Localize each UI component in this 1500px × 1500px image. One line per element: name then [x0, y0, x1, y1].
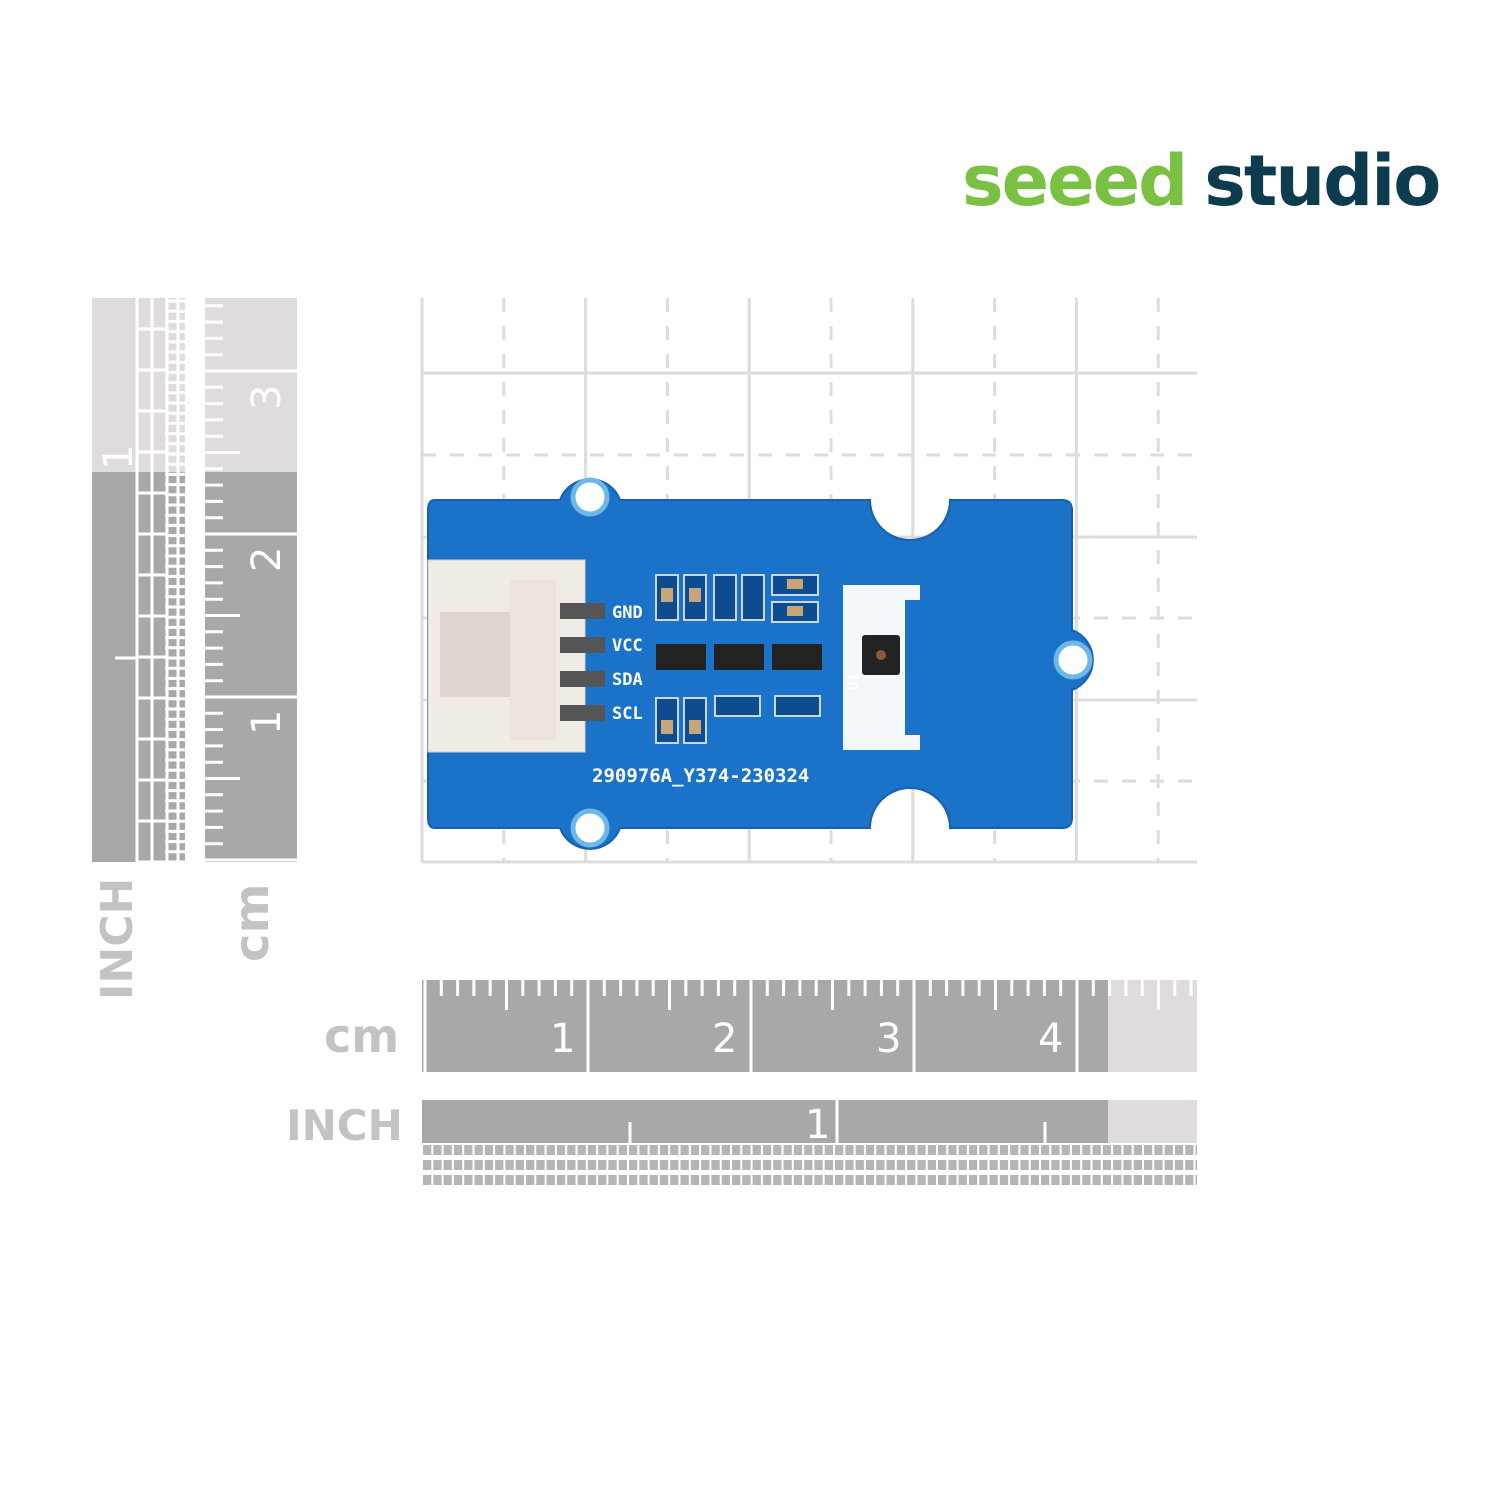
- horizontal-cm-number: 1: [550, 1016, 575, 1062]
- vertical-inch-label: INCH: [92, 878, 143, 1000]
- logo-studio: studio: [1204, 140, 1441, 222]
- horizontal-inch-ruler: 1: [421, 1100, 1197, 1192]
- pin-label-gnd: GND: [612, 603, 643, 623]
- grove-sensor-board: GND VCC SDA SCL U1 290976A_Y374-230324: [427, 477, 1094, 850]
- horizontal-cm-label: cm: [324, 1009, 399, 1063]
- chip-ref-label: U1: [846, 673, 862, 690]
- horizontal-cm-ruler: 1 2 3 4: [422, 980, 1197, 1072]
- vertical-cm-number: 1: [244, 710, 290, 735]
- vertical-cm-number: 2: [244, 547, 290, 572]
- smd-components: U1: [655, 574, 935, 750]
- vertical-inch-ruler: 1: [92, 298, 185, 864]
- mounting-hole: [570, 477, 610, 517]
- board-serial: 290976A_Y374-230324: [592, 765, 809, 787]
- horizontal-cm-number: 4: [1038, 1016, 1063, 1062]
- mounting-hole: [1053, 640, 1093, 680]
- mounting-hole: [570, 808, 610, 848]
- logo-seeed: seeed: [962, 140, 1188, 222]
- vertical-cm-label: cm: [224, 884, 280, 962]
- horizontal-cm-number: 2: [712, 1016, 737, 1062]
- pin-label-scl: SCL: [612, 704, 643, 724]
- horizontal-inch-number: 1: [805, 1102, 830, 1148]
- pin-label-vcc: VCC: [612, 636, 643, 656]
- horizontal-cm-number: 3: [876, 1016, 901, 1062]
- vertical-cm-number: 3: [244, 385, 290, 410]
- vertical-inch-number: 1: [96, 445, 142, 470]
- grove-connector: [427, 559, 605, 753]
- pin-label-sda: SDA: [612, 670, 643, 690]
- horizontal-inch-label: INCH: [286, 1101, 403, 1150]
- vertical-cm-ruler: 1 2 3: [205, 298, 297, 862]
